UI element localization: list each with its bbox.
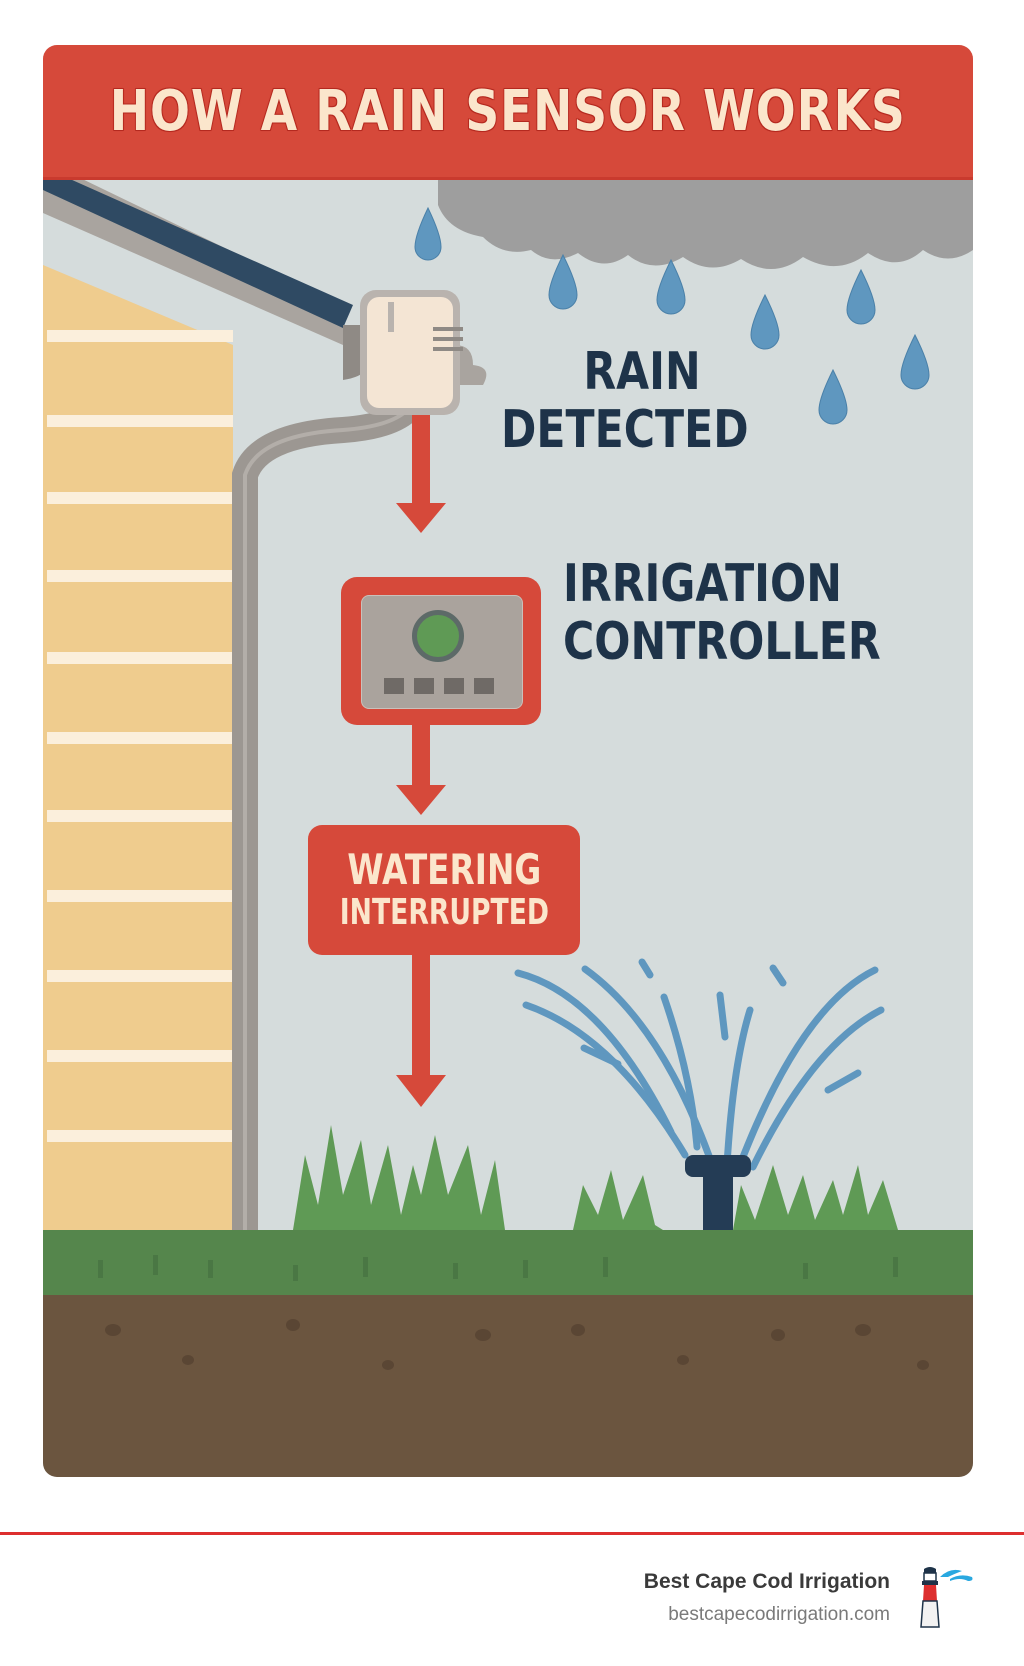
irrigation-controller-box (341, 577, 541, 725)
footer-divider (0, 1532, 1024, 1535)
controller-device-icon (361, 595, 523, 709)
downspout (232, 386, 431, 1230)
page-title: HOW A RAIN SENSOR WORKS (110, 78, 906, 144)
rain-detected-label: RAIN DETECTED (501, 342, 749, 461)
house-siding (43, 265, 233, 1230)
irrigation-controller-label: IRRIGATION CONTROLLER (563, 554, 881, 673)
grass (293, 1125, 898, 1230)
brand-name: Best Cape Cod Irrigation (643, 1570, 890, 1593)
lawn (43, 1230, 973, 1295)
water-spray-icon (514, 958, 885, 1171)
lighthouse-icon (920, 1567, 973, 1628)
rain-sensor-illustration (43, 160, 973, 1477)
flow-arrows (396, 415, 446, 1107)
rain-sensor-device (360, 290, 487, 415)
raindrops-icon (414, 206, 930, 425)
brand-url[interactable]: bestcapecodirrigation.com (668, 1604, 890, 1625)
infographic-panel: HOW A RAIN SENSOR WORKS RAIN DETECTED IR… (43, 45, 973, 1477)
cloud-icon (438, 180, 973, 270)
controller-dial-icon (412, 610, 464, 662)
watering-interrupted-box: WATERING INTERRUPTED (308, 825, 580, 955)
soil (43, 1295, 973, 1477)
controller-buttons (384, 678, 494, 694)
title-banner: HOW A RAIN SENSOR WORKS (43, 45, 973, 180)
